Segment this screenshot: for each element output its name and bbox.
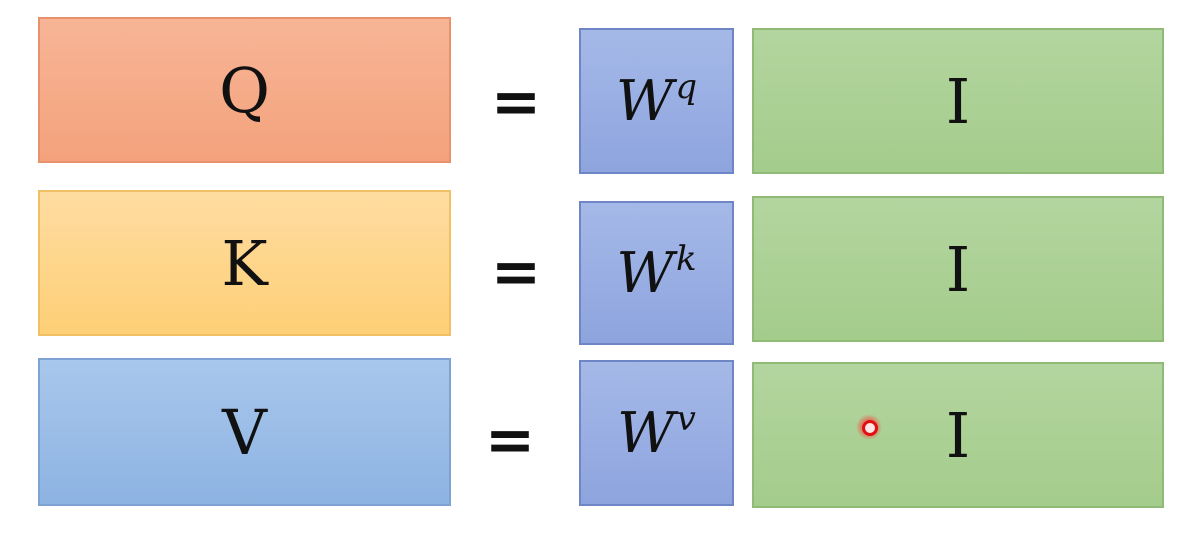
equals-sign-query: = xyxy=(490,67,542,137)
input-label-key: I xyxy=(945,232,971,306)
weight-query-base: W xyxy=(615,68,674,134)
query-box: Q xyxy=(38,17,451,163)
input-label-value: I xyxy=(945,398,971,472)
weight-value-base: W xyxy=(617,400,675,466)
value-label: V xyxy=(222,395,267,469)
input-box-key: I xyxy=(752,196,1164,342)
query-label: Q xyxy=(219,53,270,127)
key-label: K xyxy=(221,226,268,300)
weight-value-superscript: v xyxy=(676,399,696,439)
equals-sign-key: = xyxy=(490,237,542,307)
input-box-value: I xyxy=(752,362,1164,508)
equals-sign-value: = xyxy=(484,405,536,475)
key-box: K xyxy=(38,190,451,336)
value-box: V xyxy=(38,358,451,506)
weight-query-superscript: q xyxy=(675,67,698,107)
input-label-query: I xyxy=(945,64,971,138)
laser-pointer-icon xyxy=(856,414,882,440)
input-box-query: I xyxy=(752,28,1164,174)
weight-key-superscript: k xyxy=(675,239,697,279)
weight-key-base: W xyxy=(616,240,674,306)
